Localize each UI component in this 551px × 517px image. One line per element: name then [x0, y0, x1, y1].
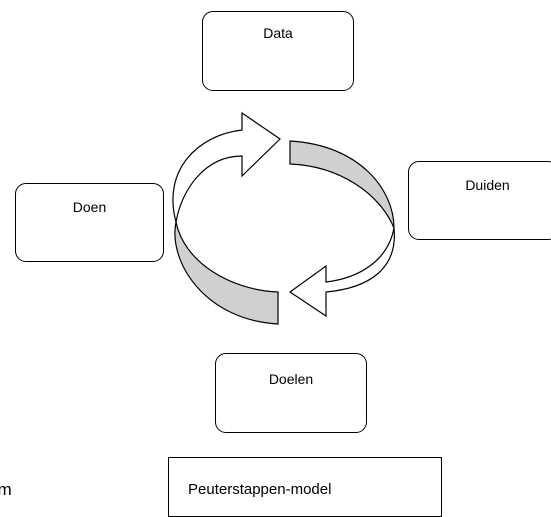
- left-text-fragment: om: [0, 480, 35, 500]
- cycle-arrow-upper-left: [172, 111, 281, 223]
- node-doelen: Doelen: [215, 353, 367, 433]
- cycle-band-lower-left: [174, 221, 279, 325]
- cycle-band-upper-right: [289, 140, 395, 229]
- node-doelen-label: Doelen: [268, 371, 314, 387]
- node-duiden: Duiden: [408, 161, 551, 240]
- caption-box: Peuterstappen-model: [168, 457, 442, 517]
- node-data-label: Data: [263, 25, 293, 41]
- node-data: Data: [202, 11, 354, 91]
- node-doen: Doen: [15, 183, 164, 262]
- caption-text: Peuterstappen-model: [188, 481, 332, 498]
- cycle-arrow-lower-right: [288, 227, 395, 318]
- left-text-fragment-label: om: [0, 480, 12, 499]
- node-doen-label: Doen: [72, 199, 107, 215]
- node-duiden-label: Duiden: [465, 177, 510, 193]
- cycle-arrows-diagram: [172, 111, 395, 325]
